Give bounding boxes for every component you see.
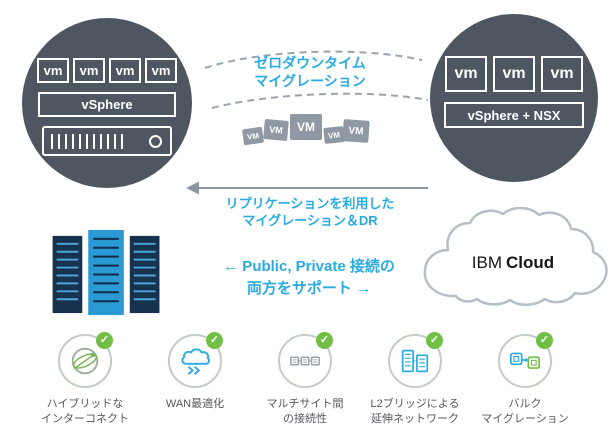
onprem-vm-row: vm vm vm vm — [37, 58, 177, 83]
floating-vm-chip: VM — [342, 119, 370, 143]
bulk-migration-icon — [509, 352, 541, 369]
feature-multisite-connectivity: ✓ マルチサイト間 の接続性 — [250, 332, 360, 428]
feature-icon-circle: ✓ — [388, 332, 443, 388]
check-badge-icon: ✓ — [96, 332, 113, 349]
rack-vents — [51, 133, 123, 149]
feature-label-line2: インターコネクト — [41, 413, 129, 426]
l2-bridge-icon — [401, 349, 429, 373]
vm-box: vm — [145, 58, 177, 83]
ibm-cloud-shape — [423, 206, 608, 306]
connectivity-line2: 両方をサポート → — [246, 279, 372, 297]
check-badge-icon: ✓ — [536, 332, 553, 349]
feature-row: ✓ ハイブリッドな インターコネクト ✓ WAN最適化 — [30, 332, 580, 428]
connectivity-line1: ← Public, Private 接続の — [223, 258, 395, 275]
vm-box: vm — [109, 58, 141, 83]
vm-box: vm — [445, 56, 487, 92]
feature-icon-circle: ✓ — [168, 332, 223, 388]
cloud-environment-circle: vm vm vm vSphere + NSX — [430, 14, 598, 182]
feature-wan-optimization: ✓ WAN最適化 — [140, 332, 250, 428]
feature-label-line1: マルチサイト間 — [266, 398, 344, 410]
vsphere-label: vSphere — [38, 92, 176, 117]
replication-label: リプリケーションを利用した マイグレーション＆DR — [205, 196, 415, 230]
replication-line2: マイグレーション＆DR — [242, 212, 378, 228]
feature-label-line2: マイグレーション — [481, 413, 569, 426]
feature-label-line1: L2ブリッジによる — [370, 398, 460, 410]
server-rack-icon — [42, 126, 172, 156]
vm-box: vm — [541, 56, 583, 92]
vm-box: vm — [73, 58, 105, 83]
datacenter-servers-icon — [52, 229, 160, 316]
replication-arrow-head — [186, 181, 199, 195]
feature-label: WAN最適化 — [166, 397, 224, 412]
feature-icon-circle: ✓ — [58, 332, 113, 388]
check-badge-icon: ✓ — [316, 332, 333, 349]
feature-label: ハイブリッドな インターコネクト — [41, 397, 129, 428]
feature-icon-circle: ✓ — [498, 332, 553, 388]
zero-downtime-line1: ゼロダウンタイム — [254, 55, 366, 71]
floating-vm-chip: VM — [241, 126, 265, 146]
ibm-product-text: Cloud — [506, 253, 555, 272]
feature-label-line2: 延伸ネットワーク — [371, 413, 459, 426]
feature-label-line1: ハイブリッドな — [46, 398, 124, 410]
feature-l2-bridge: ✓ L2ブリッジによる 延伸ネットワーク — [360, 332, 470, 428]
floating-vm-chip: VM — [290, 114, 322, 140]
vm-box: vm — [493, 56, 535, 92]
floating-vm-chip: VM — [263, 118, 289, 142]
cloud-vm-row: vm vm vm — [445, 56, 583, 92]
onprem-environment-circle: vm vm vm vm vSphere — [22, 18, 192, 188]
feature-hybrid-interconnect: ✓ ハイブリッドな インターコネクト — [30, 332, 140, 428]
multisite-connectivity-icon — [290, 356, 320, 366]
ibm-brand-text: IBM — [471, 253, 503, 272]
wan-optimization-icon — [181, 348, 210, 375]
zero-downtime-label: ゼロダウンタイム マイグレーション — [215, 55, 405, 90]
feature-label: L2ブリッジによる 延伸ネットワーク — [371, 397, 460, 428]
feature-label: バルク マイグレーション — [481, 397, 569, 428]
zero-downtime-line2: マイグレーション — [254, 72, 366, 89]
feature-icon-circle: ✓ — [278, 332, 333, 388]
feature-label-line1: バルク — [508, 398, 542, 410]
rack-power-dot — [149, 134, 162, 148]
vsphere-nsx-label: vSphere + NSX — [444, 102, 584, 128]
connectivity-label: ← Public, Private 接続の 両方をサポート → — [178, 256, 440, 300]
check-badge-icon: ✓ — [206, 332, 223, 349]
floating-vm-chip: VM — [323, 125, 345, 145]
feature-label: マルチサイト間 の接続性 — [267, 397, 344, 428]
dashed-arc-bottom — [211, 92, 429, 109]
feature-label-line2: の接続性 — [283, 413, 327, 426]
feature-label-line1: WAN最適化 — [165, 398, 225, 410]
check-badge-icon: ✓ — [426, 332, 443, 349]
feature-bulk-migration: ✓ バルク マイグレーション — [470, 332, 580, 428]
vm-box: vm — [37, 58, 69, 83]
hybrid-interconnect-icon — [71, 347, 99, 375]
replication-line1: リプリケーションを利用した — [225, 196, 395, 211]
